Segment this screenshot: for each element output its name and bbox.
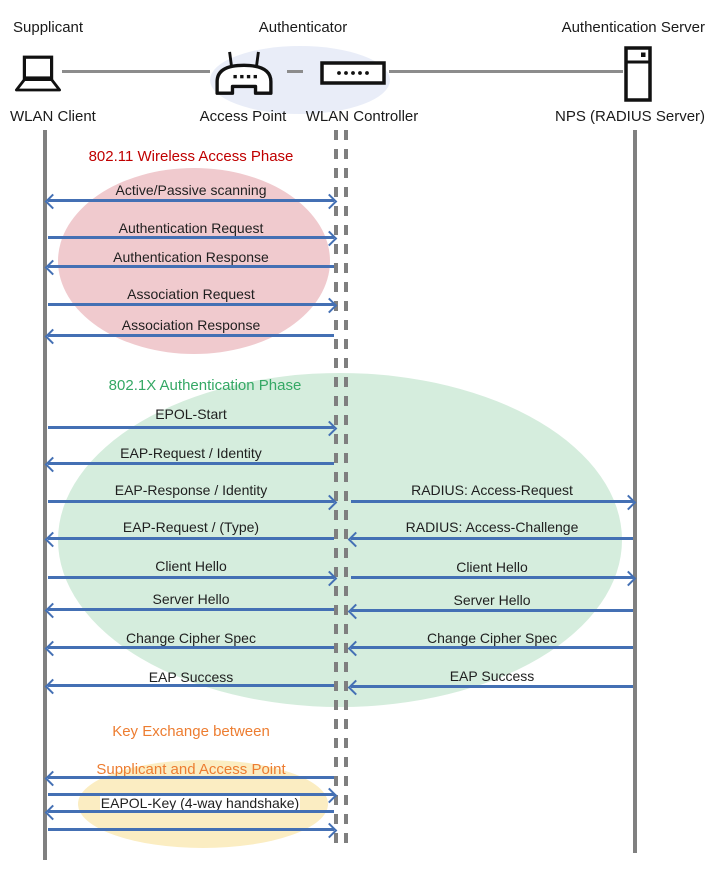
arrow-client-hello-left (47, 571, 335, 583)
arrow-active-passive-scanning (47, 194, 335, 206)
lifeline-wlan-controller-a (334, 130, 338, 852)
arrow-eap-success-left (47, 679, 335, 691)
node-wlan-client: WLAN Client (10, 108, 96, 125)
arrow-change-cipher-spec-right (350, 641, 634, 653)
label-radius-access-challenge: RADIUS: Access-Challenge (405, 519, 579, 535)
link-client-ap (62, 70, 210, 73)
arrow-association-response (47, 329, 335, 341)
arrow-eapol-key-3 (47, 805, 335, 817)
arrow-eap-request-identity (47, 457, 335, 469)
arrow-radius-access-challenge (350, 532, 634, 544)
lifeline-nps (633, 130, 637, 853)
arrow-eapol-key-4 (47, 823, 335, 835)
phase2-title: 802.1X Authentication Phase (108, 377, 302, 394)
arrow-eap-success-right (350, 680, 634, 692)
arrow-server-hello-right (350, 604, 634, 616)
label-eap-request-type: EAP-Request / (Type) (122, 519, 260, 535)
wlan-controller-icon (320, 61, 386, 85)
node-nps: NPS (RADIUS Server) (555, 108, 706, 125)
label-eap-response-identity: EAP-Response / Identity (114, 482, 268, 498)
link-ap-controller (287, 70, 303, 73)
node-wlan-controller: WLAN Controller (305, 108, 419, 125)
arrow-authentication-request (47, 231, 335, 243)
role-authentication-server: Authentication Server (561, 19, 705, 36)
arrow-eapol-key-2 (47, 788, 335, 800)
link-controller-server (389, 70, 623, 73)
arrow-server-hello-left (47, 603, 335, 615)
label-radius-access-request: RADIUS: Access-Request (411, 482, 573, 498)
label-epol-start: EPOL-Start (155, 406, 227, 422)
arrow-radius-access-request (350, 495, 634, 507)
arrow-change-cipher-spec-left (47, 641, 335, 653)
phase3-title-line1: Key Exchange between (112, 723, 270, 740)
access-point-icon (215, 51, 273, 95)
label-client-hello-left: Client Hello (155, 558, 227, 574)
phase1-title: 802.11 Wireless Access Phase (88, 148, 294, 165)
server-icon (624, 46, 652, 102)
lifeline-wlan-client (43, 130, 47, 860)
arrow-authentication-response (47, 260, 335, 272)
arrow-eap-request-type (47, 532, 335, 544)
arrow-client-hello-right (350, 571, 634, 583)
arrow-association-request (47, 298, 335, 310)
arrow-eap-response-identity (47, 495, 335, 507)
role-authenticator: Authenticator (258, 19, 348, 36)
node-access-point: Access Point (199, 108, 287, 125)
arrow-epol-start (47, 421, 335, 433)
role-supplicant: Supplicant (13, 19, 84, 36)
arrow-eapol-key-1 (47, 771, 335, 783)
laptop-icon (14, 55, 61, 92)
lifeline-wlan-controller-b (344, 130, 348, 852)
